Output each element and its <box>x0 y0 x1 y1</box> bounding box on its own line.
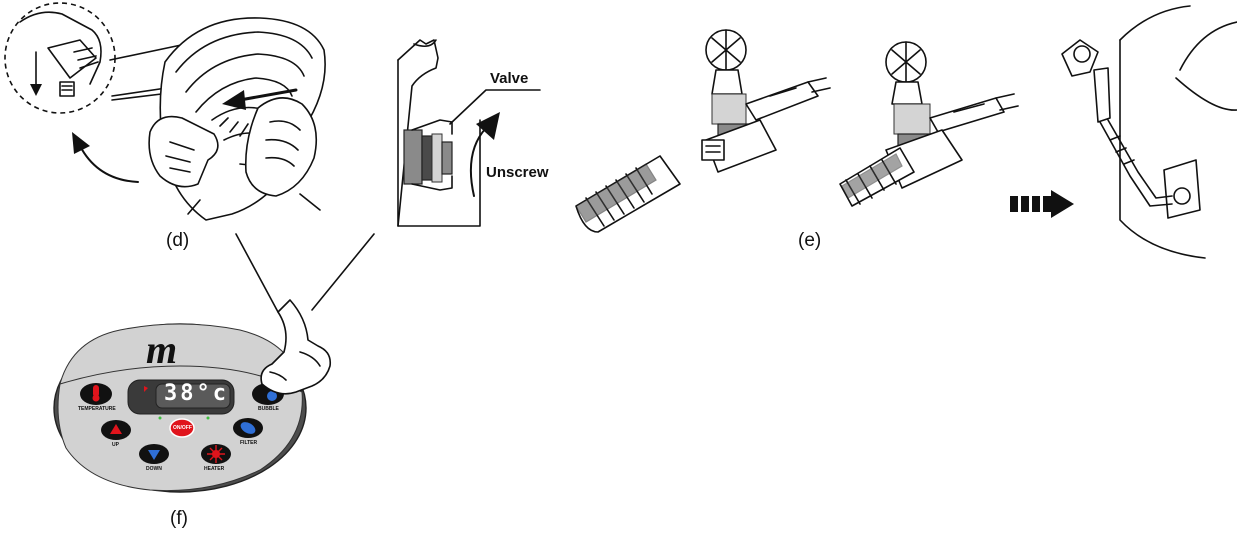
valve-label: Valve <box>490 70 529 87</box>
step-e-caption: (e) <box>798 230 822 251</box>
detail-magnifier-circle <box>4 2 116 114</box>
direction-arrow-icon <box>1010 190 1074 218</box>
control-panel <box>53 233 375 493</box>
rotate-arrow-icon <box>72 132 139 183</box>
thermometer-icon <box>93 385 99 397</box>
filter-label: FILTER <box>240 440 258 446</box>
bubble-label: BUBBLE <box>258 406 279 412</box>
power-button[interactable] <box>169 418 195 438</box>
power-button-label: ON/OFF <box>173 425 192 431</box>
heat-burst-icon <box>207 445 225 463</box>
step-f-caption: (f) <box>170 508 188 529</box>
connector-assembly-1 <box>701 29 831 173</box>
connector-assembly-2 <box>839 41 1019 207</box>
pool-with-hose <box>1061 5 1237 259</box>
brand-logo: m <box>146 327 177 372</box>
down-label: DOWN <box>146 466 162 472</box>
unscrew-arrow-icon <box>476 112 500 140</box>
up-label: UP <box>112 442 119 448</box>
bubble-icon <box>267 391 277 401</box>
heater-label: HEATER <box>204 466 225 472</box>
step-d-caption: (d) <box>166 230 190 251</box>
hose-section-left <box>575 155 681 233</box>
valve-diagram <box>397 39 541 227</box>
down-arrow-icon <box>30 84 42 96</box>
temperature-display: 38°c <box>164 381 229 406</box>
unscrew-label: Unscrew <box>486 164 549 181</box>
insert-arrow-icon <box>222 90 246 110</box>
filter-icon <box>240 422 256 434</box>
triangle-down-icon <box>148 450 160 460</box>
pool-wall-drawing <box>148 17 326 221</box>
temperature-label: TEMPERATURE <box>78 406 116 412</box>
triangle-up-icon <box>110 424 122 434</box>
